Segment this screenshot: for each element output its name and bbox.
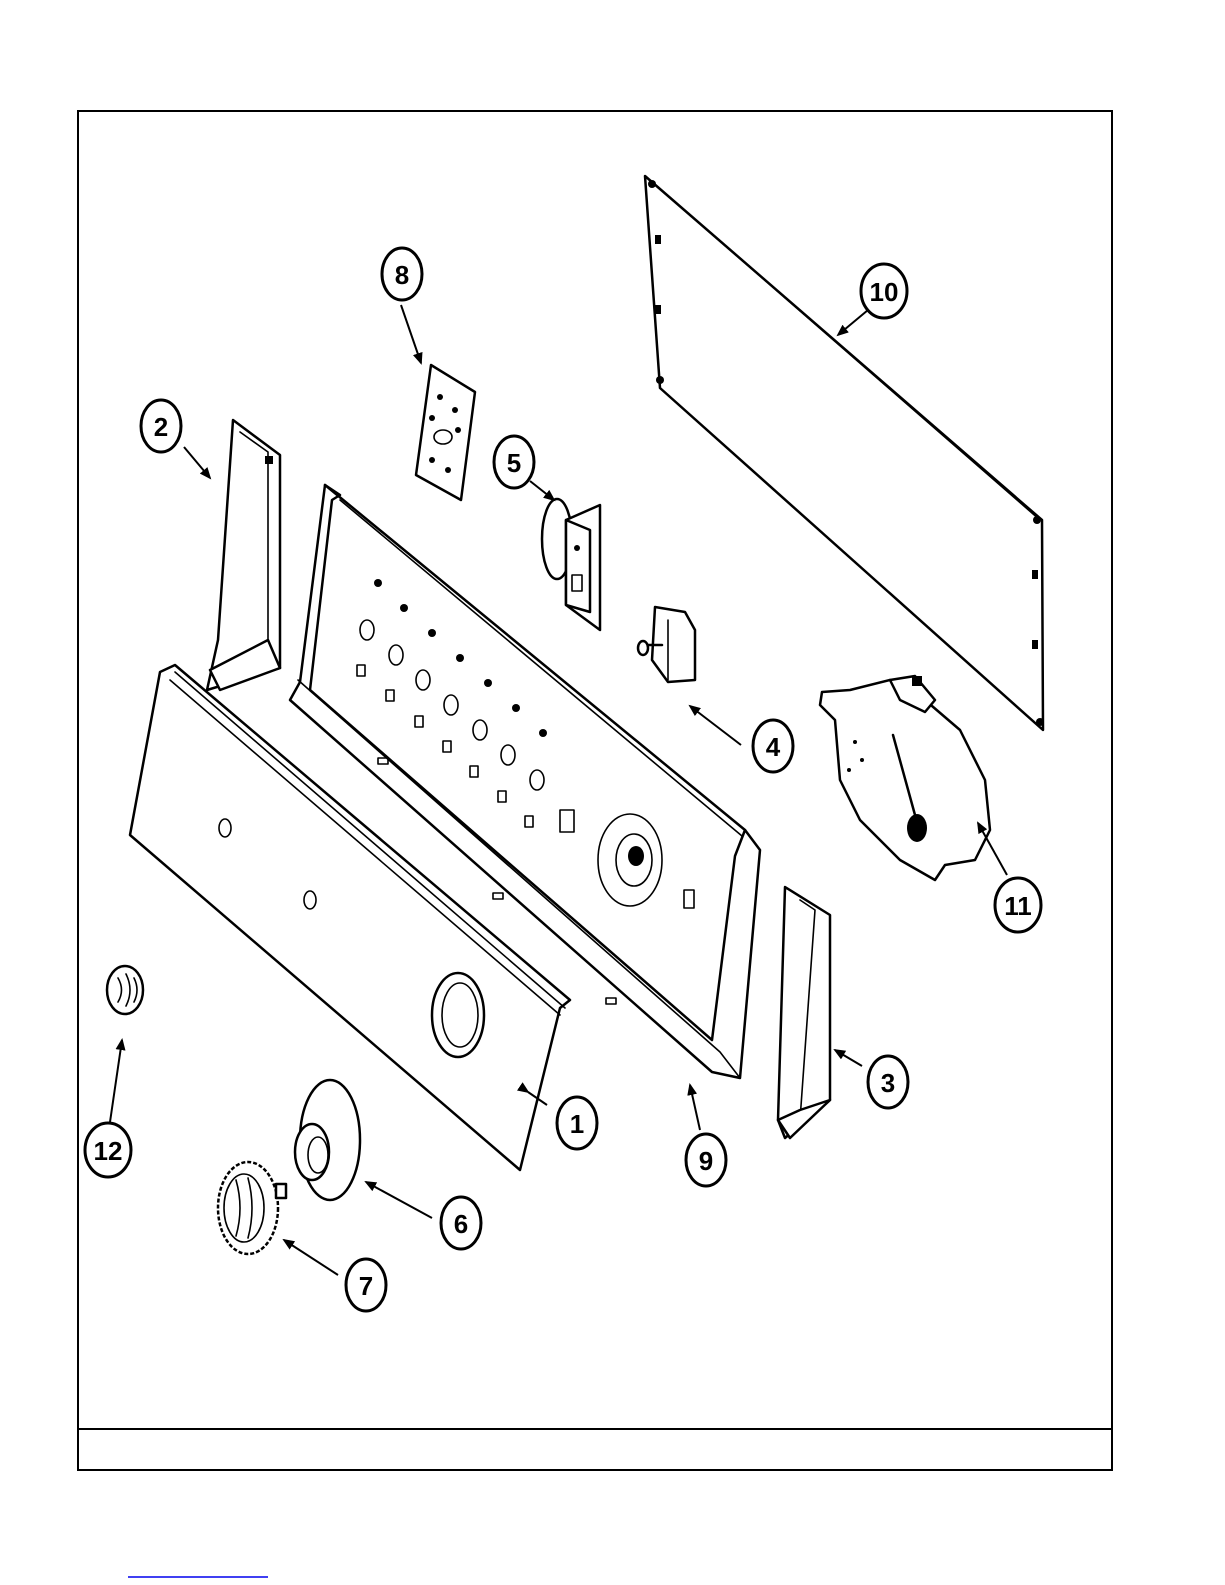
callout-11: 11 bbox=[995, 878, 1041, 932]
callout-3: 3 bbox=[868, 1056, 908, 1108]
callout-7: 7 bbox=[346, 1259, 386, 1311]
callout-7-label: 7 bbox=[359, 1271, 373, 1301]
part-5-switch-disc bbox=[542, 499, 600, 630]
callout-10-label: 10 bbox=[870, 277, 899, 307]
part-8-bracket-plate bbox=[416, 365, 475, 500]
part-10-rear-panel bbox=[645, 176, 1044, 730]
callout-2-label: 2 bbox=[154, 412, 168, 442]
callout-9: 9 bbox=[686, 1134, 726, 1186]
part-11-timer bbox=[820, 676, 990, 880]
callout-4: 4 bbox=[753, 720, 793, 772]
callout-1: 1 bbox=[557, 1097, 597, 1149]
part-12-small-knob bbox=[107, 966, 143, 1014]
callout-1-label: 1 bbox=[570, 1109, 584, 1139]
callout-5-label: 5 bbox=[507, 448, 521, 478]
callout-12: 12 bbox=[85, 1123, 131, 1177]
callout-6-label: 6 bbox=[454, 1209, 468, 1239]
part-3-right-end-cap bbox=[778, 887, 830, 1138]
callout-9-label: 9 bbox=[699, 1146, 713, 1176]
callout-4-label: 4 bbox=[766, 732, 781, 762]
callout-2: 2 bbox=[141, 400, 181, 452]
callout-12-label: 12 bbox=[94, 1136, 123, 1166]
part-4-rotary-switch bbox=[638, 607, 695, 682]
callout-5: 5 bbox=[494, 436, 534, 488]
callout-6: 6 bbox=[441, 1197, 481, 1249]
callout-10: 10 bbox=[861, 264, 907, 318]
callout-3-label: 3 bbox=[881, 1068, 895, 1098]
part-6-knob-skirt bbox=[295, 1080, 360, 1200]
part-7-knob bbox=[218, 1162, 286, 1254]
callout-11-label: 11 bbox=[1004, 891, 1032, 921]
callout-8: 8 bbox=[382, 248, 422, 300]
part-2-left-end-cap bbox=[207, 420, 280, 690]
callout-8-label: 8 bbox=[395, 260, 409, 290]
